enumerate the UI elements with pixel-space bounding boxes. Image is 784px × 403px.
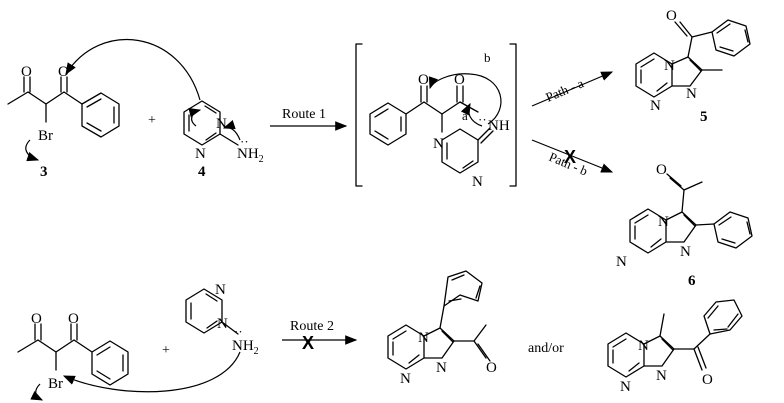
and-or-label: and/or [528, 341, 564, 356]
compound-4-structure [183, 100, 239, 146]
plus-sign: + [162, 343, 170, 358]
intermediate-bracket [355, 43, 517, 187]
atom-O: O [68, 311, 79, 327]
path-b-blocked-mark: X [564, 147, 576, 167]
lone-pair: ·· [478, 112, 487, 127]
atom-O: O [58, 64, 69, 80]
lone-pair: ·· [240, 134, 249, 149]
atom-N: N [656, 368, 667, 384]
label-a: a [462, 108, 468, 123]
atom-NH2: NH2 [232, 338, 259, 357]
curved-arrow-a [460, 102, 483, 127]
atom-N: N [686, 86, 697, 102]
compound-label: 4 [198, 164, 206, 180]
compound-label: 3 [40, 164, 48, 180]
atom-N: N [650, 98, 661, 114]
atom-N: N [400, 371, 411, 387]
curved-arrow [25, 139, 40, 162]
path-a-label: Path - a [543, 75, 586, 104]
curved-arrow [62, 351, 241, 393]
curved-arrow [188, 107, 202, 127]
atom-N: N [472, 174, 483, 190]
atom-N: N [436, 360, 447, 376]
path-b-arrow [531, 139, 614, 173]
atom-O: O [31, 311, 42, 327]
route-1-label: Route 1 [282, 107, 326, 122]
atom-O: O [666, 8, 677, 24]
atom-N: N [217, 316, 228, 332]
compound-label: 6 [688, 273, 696, 289]
route-2-label: Route 2 [290, 319, 334, 334]
compound-3-structure [17, 323, 129, 386]
label-b: b [484, 50, 491, 65]
curved-arrow [30, 383, 44, 401]
atom-N: N [658, 214, 669, 230]
atom-NH: NH [488, 118, 510, 134]
atom-N: N [680, 244, 691, 260]
atom-O: O [454, 72, 465, 88]
atom-Br: Br [48, 376, 63, 392]
compound-5-structure [635, 19, 751, 98]
atom-O: O [702, 372, 713, 388]
atom-O: O [656, 162, 667, 178]
atom-N: N [195, 146, 206, 162]
path-a-arrow [531, 71, 614, 107]
compound-3-structure [7, 76, 120, 138]
atom-N: N [418, 330, 429, 346]
product-a-structure [387, 270, 491, 370]
compound-6-structure [629, 173, 753, 254]
curved-arrow [222, 120, 241, 141]
atom-Br: Br [38, 128, 53, 144]
atom-NH2: NH2 [237, 146, 264, 165]
atom-O: O [21, 64, 32, 80]
atom-N: N [215, 282, 226, 298]
curved-arrow-b [428, 73, 502, 125]
compound-4-structure [185, 288, 239, 335]
atom-N: N [620, 379, 631, 395]
atom-O: O [486, 360, 497, 376]
atom-N: N [638, 338, 649, 354]
compound-label: 5 [700, 109, 708, 125]
plus-sign: + [148, 113, 156, 128]
route-2-blocked-mark: X [302, 333, 314, 353]
curved-arrow [65, 39, 201, 101]
intermediate-structure [369, 85, 494, 174]
atom-N: N [433, 136, 444, 152]
atom-N: N [616, 254, 627, 270]
atom-N: N [664, 58, 675, 74]
lone-pair: ·· [234, 324, 243, 339]
atom-N: N [216, 116, 227, 132]
atom-O: O [418, 72, 429, 88]
product-b-structure [607, 299, 743, 378]
